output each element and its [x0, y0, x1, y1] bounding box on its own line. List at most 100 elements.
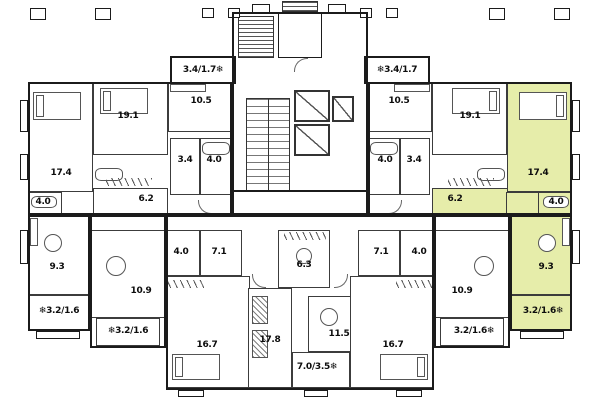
bed-icon: [519, 92, 567, 120]
bay-window: [20, 154, 28, 180]
door-arc-icon: [334, 274, 348, 288]
room-area-label: ❄3.2/1.6: [107, 326, 149, 336]
bay-window: [489, 8, 505, 20]
bathtub-icon: [202, 142, 230, 155]
room-balcony-3-2-left-col: [28, 295, 90, 331]
door-arc-icon: [388, 200, 402, 214]
kitchen-counter-icon: [30, 218, 38, 246]
room-room-10-9-right: [434, 230, 510, 318]
room-balcony-7-0: [292, 352, 350, 388]
room-area-label: 19.1: [459, 111, 481, 121]
bed-icon: [33, 92, 81, 120]
room-area-label: 10.9: [130, 286, 152, 296]
room-area-label: 17.4: [50, 168, 72, 178]
room-area-label: 10.9: [451, 286, 473, 296]
room-area-label: 6.3: [296, 260, 312, 270]
room-area-label: 6.2: [447, 194, 463, 204]
bay-window: [20, 230, 28, 264]
core-corridor-wall: [232, 190, 368, 192]
bathtub-icon: [543, 196, 569, 208]
staircase-icon: [246, 98, 290, 192]
bay-window: [554, 8, 570, 20]
room-area-label: 3.4: [406, 155, 422, 165]
entry-ramp-icon: [238, 16, 274, 58]
room-hall-6-2-left: [93, 188, 168, 215]
room-area-label: 6.2: [138, 194, 154, 204]
clothes-rail-icon: [106, 178, 152, 186]
room-area-label: 3.2/1.6❄: [522, 306, 564, 316]
room-room-10-9-left: [90, 230, 166, 318]
bay-window: [572, 154, 580, 180]
bed-icon: [380, 354, 428, 380]
room-room-3-4-left: [170, 138, 200, 195]
room-hall-6-2-right: [432, 188, 508, 215]
round-table-icon: [320, 308, 338, 326]
kitchen-counter-icon: [394, 84, 430, 92]
vestibule: [278, 12, 322, 58]
bay-window: [36, 331, 80, 339]
round-table-icon: [538, 234, 556, 252]
door-arc-icon: [294, 58, 308, 72]
bay-window: [386, 8, 398, 18]
room-room-3-4-right: [400, 138, 430, 195]
room-area-label: 4.0: [206, 155, 222, 165]
room-area-label: 19.1: [117, 111, 139, 121]
room-hall-6-2-right-ext: [506, 192, 540, 215]
room-area-label: 9.3: [538, 262, 554, 272]
room-room-4-0-left-bottom: [166, 230, 200, 276]
room-area-label: 3.4: [177, 155, 193, 165]
room-balcony-3-2-right-col: [510, 295, 572, 331]
wardrobe-icon: [252, 296, 268, 324]
room-area-label: 17.4: [527, 168, 549, 178]
room-area-label: 4.0: [173, 247, 189, 257]
roof-canopy: [252, 4, 270, 13]
clothes-rail-icon: [396, 280, 432, 288]
room-area-label: 17.8: [259, 335, 281, 345]
round-table-icon: [106, 256, 126, 276]
kitchen-counter-icon: [562, 218, 570, 246]
clothes-rail-icon: [448, 178, 494, 186]
room-area-label: 7.0/3.5❄: [296, 362, 338, 372]
clothes-rail-icon: [168, 280, 204, 288]
kitchen-counter-icon: [170, 84, 206, 92]
bay-window: [520, 331, 564, 339]
bathtub-icon: [31, 196, 57, 208]
room-area-label: 7.1: [211, 247, 227, 257]
room-area-label: 4.0: [411, 247, 427, 257]
bay-window: [304, 390, 328, 397]
room-area-label: 7.1: [373, 247, 389, 257]
door-arc-icon: [252, 274, 266, 288]
bay-window: [228, 8, 240, 18]
bed-icon: [172, 354, 220, 380]
room-area-label: 10.5: [388, 96, 410, 106]
bed-icon: [452, 88, 500, 114]
room-area-label: 10.5: [190, 96, 212, 106]
round-table-icon: [474, 256, 494, 276]
door-arc-icon: [198, 200, 212, 214]
clothes-rail-icon: [284, 232, 326, 240]
room-area-label: ❄3.4/1.7: [376, 65, 418, 75]
bay-window: [20, 100, 28, 132]
room-area-label: ❄3.2/1.6: [38, 306, 80, 316]
room-area-label: 16.7: [196, 340, 218, 350]
room-area-label: 3.2/1.6❄: [453, 326, 495, 336]
bay-window: [202, 8, 214, 18]
roof-canopy: [328, 4, 346, 13]
room-balcony-3-2-left-bottom: [96, 318, 160, 346]
elevator-icon: [294, 124, 330, 156]
room-room-7-1-left: [200, 230, 242, 276]
bay-window: [95, 8, 111, 20]
room-area-label: 16.7: [382, 340, 404, 350]
entrance-steps-icon: [282, 1, 318, 12]
room-area-label: 4.0: [548, 197, 564, 207]
room-area-label: 9.3: [49, 262, 65, 272]
round-table-icon: [44, 234, 62, 252]
room-area-label: 11.5: [328, 329, 350, 339]
elevator-icon: [294, 90, 330, 122]
room-room-7-1-right: [358, 230, 400, 276]
bay-window: [572, 100, 580, 132]
bay-window: [360, 8, 372, 18]
bed-icon: [100, 88, 148, 114]
room-kitchen-9-3-right: [510, 215, 572, 295]
